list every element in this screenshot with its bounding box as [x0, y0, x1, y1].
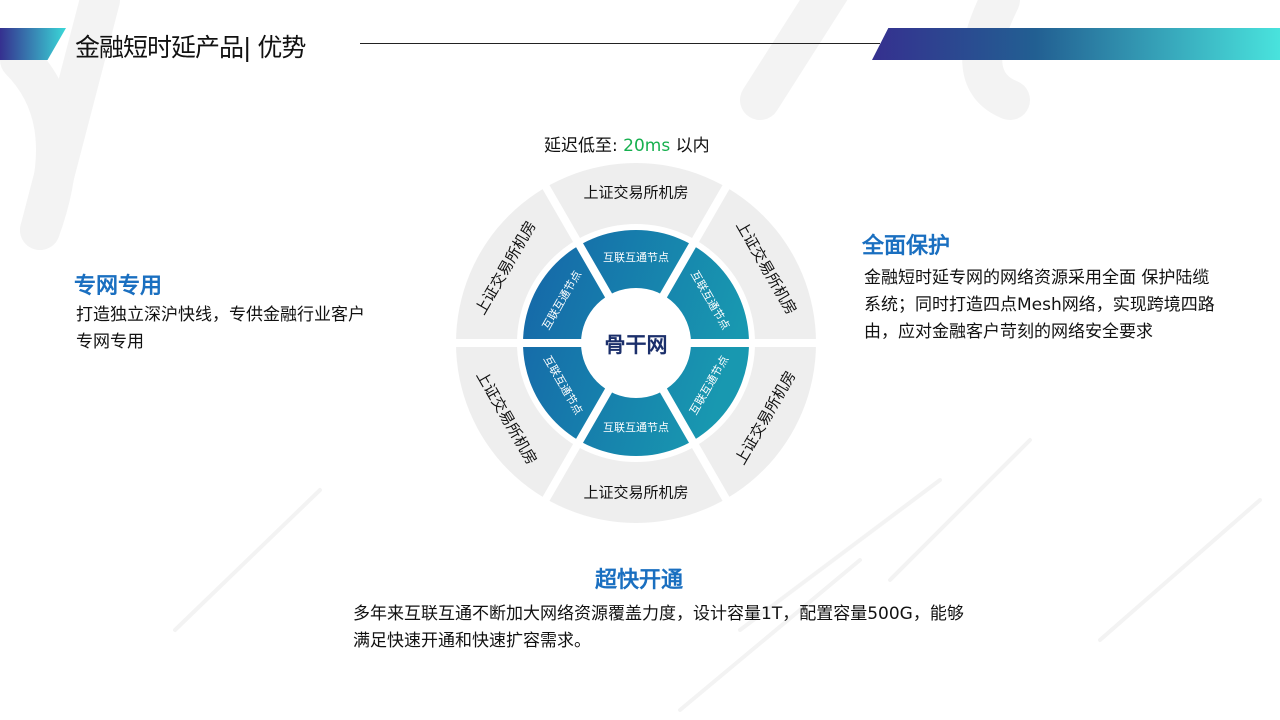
- page-title: 金融短时延产品| 优势: [75, 33, 306, 62]
- outer-segment-label: 上证交易所机房: [583, 184, 688, 202]
- inner-segment-label: 互联互通节点: [603, 251, 669, 264]
- latency-prefix: 延迟低至:: [544, 136, 618, 156]
- feature-fast-text: 多年来互联互通不断加大网络资源覆盖力度，设计容量1T，配置容量500G，能够满足…: [353, 604, 964, 651]
- latency-note: 延迟低至: 20ms 以内: [544, 131, 710, 156]
- feature-fast-title: 超快开通: [595, 568, 684, 593]
- header-divider: [360, 43, 880, 44]
- header-accent-right: [872, 28, 1280, 60]
- center-label: 骨干网: [605, 333, 668, 357]
- center-circle: [581, 288, 691, 398]
- latency-value: 20ms: [623, 136, 671, 156]
- feature-protect-text: 金融短时延专网的网络资源采用全面 保护陆缆系统；同时打造四点Mesh网络，实现跨…: [864, 268, 1215, 342]
- latency-suffix: 以内: [670, 136, 710, 156]
- feature-private-text: 打造独立深沪快线，专供金融行业客户专网专用: [76, 305, 365, 352]
- inner-segment-label: 互联互通节点: [603, 421, 669, 434]
- feature-protect-title: 全面保护: [862, 234, 951, 259]
- feature-private-title: 专网专用: [74, 274, 163, 299]
- outer-segment-label: 上证交易所机房: [583, 484, 688, 502]
